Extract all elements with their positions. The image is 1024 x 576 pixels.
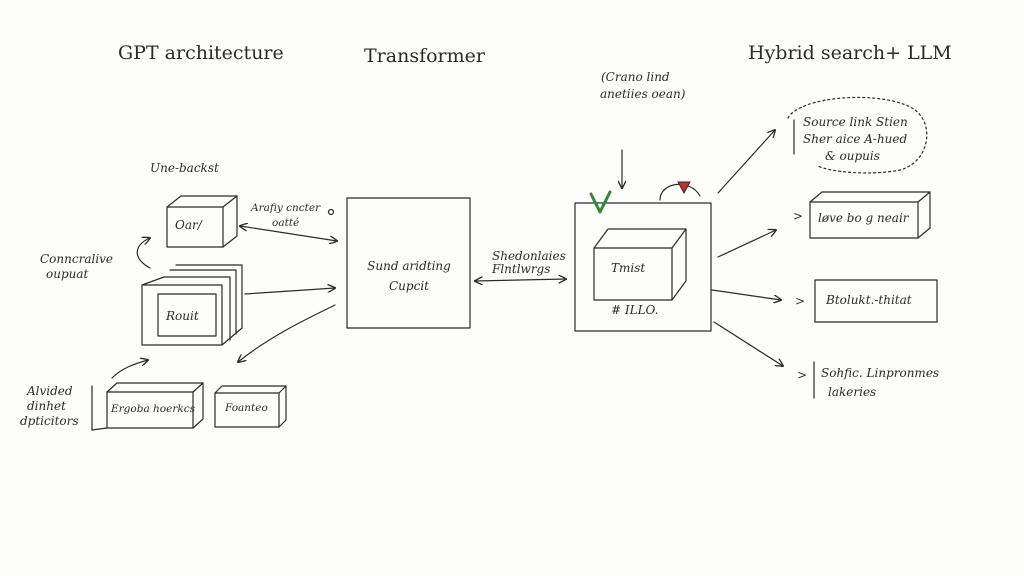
gpt-bottom-left-3: dpticitors	[20, 414, 79, 428]
transformer-arrow-label-1: Shedonlaies	[492, 249, 566, 263]
hybrid-box-caption: # ILLO.	[611, 303, 659, 317]
output-4-line-2: lakeries	[828, 385, 877, 399]
output-3-marker: >	[795, 294, 806, 308]
curved-arrow-side	[136, 238, 150, 269]
gpt-arrow-label-1: Arafiy cncter	[251, 202, 321, 214]
heading-gpt: GPT architecture	[118, 42, 284, 64]
output-3-box	[814, 279, 938, 323]
output-2-label: løve bo g neair	[818, 211, 909, 225]
arrow-box-to-transformer	[240, 226, 337, 241]
heading-hybrid: Hybrid search+ LLM	[748, 42, 952, 64]
transformer-arrow-label-2: Flntlwrgs	[492, 262, 551, 276]
hybrid-inner-box	[593, 228, 687, 301]
arrow-output-3	[711, 289, 781, 300]
arrow-output-1	[717, 130, 775, 194]
arrow-output-2	[717, 230, 776, 258]
output-2-box	[809, 191, 931, 239]
arrow-transformer-to-stack	[238, 304, 336, 362]
hybrid-inner-box-label: Tmist	[611, 261, 646, 275]
gpt-arrow-label-2: oatté	[272, 217, 300, 229]
gpt-bottom-box-1-label: Ergoba hoerkcs	[111, 403, 195, 415]
output-4-marker: >	[797, 368, 808, 382]
warning-icon	[677, 181, 691, 195]
heading-transformer: Transformer	[364, 45, 485, 67]
arc-above-box	[659, 183, 701, 201]
gpt-bottom-box-2-label: Foanteo	[225, 402, 268, 414]
gpt-top-label: Une-backst	[150, 161, 219, 175]
output-1-line-1: Source link Stien	[803, 115, 908, 129]
gpt-bottom-left-1: Alvided	[27, 384, 73, 398]
output-1-cloud	[787, 96, 928, 174]
arrow-up-to-stack	[111, 360, 148, 379]
check-icon	[589, 190, 612, 214]
gpt-side-label-2: oupuat	[46, 267, 89, 281]
transformer-box-line-2: Cupcit	[389, 279, 429, 293]
transformer-box-line-1: Sund aridting	[367, 259, 451, 273]
hybrid-note-line-1: (Crano lind	[601, 70, 670, 84]
output-4-line-1: Sohfic. Linpronmes	[821, 366, 940, 380]
gpt-box-stack-label: Rouit	[166, 309, 199, 323]
gpt-side-label-1: Conncralive	[40, 252, 114, 266]
gpt-box-top	[166, 195, 238, 248]
hybrid-note-line-2: anetiies oean)	[600, 87, 686, 101]
gpt-box-stack	[141, 264, 243, 346]
output-1-line-3: & oupuis	[825, 149, 880, 163]
gpt-bottom-box-2	[214, 385, 287, 428]
gpt-bottom-left-2: dinhet	[27, 399, 66, 413]
arrow-transformer-to-hybrid	[475, 279, 566, 281]
gpt-box-top-label: Oar/	[175, 218, 202, 232]
arrow-stack-to-transformer	[244, 288, 335, 295]
dot-mark	[327, 208, 335, 216]
output-1-line-2: Sher aice A-hued	[803, 132, 908, 146]
gpt-bottom-box-1	[91, 382, 204, 431]
transformer-box	[346, 197, 471, 329]
arrow-output-4	[713, 321, 783, 366]
hybrid-box	[574, 202, 712, 332]
output-2-marker: >	[793, 209, 804, 223]
output-3-label: Btolukt.-thitat	[826, 293, 912, 307]
